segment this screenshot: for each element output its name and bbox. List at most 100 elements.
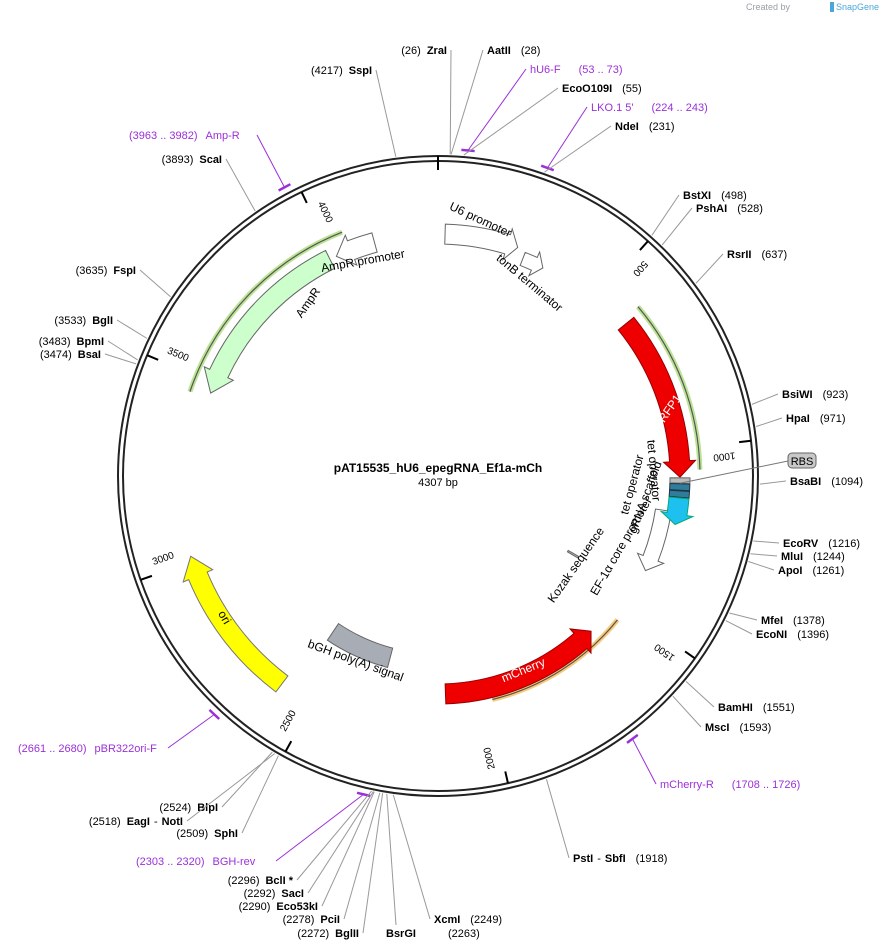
site-name: EcoRV bbox=[783, 538, 819, 550]
primer-mark[interactable] bbox=[540, 164, 555, 172]
ampr-track-arc-line bbox=[189, 231, 343, 392]
site-leader-line bbox=[392, 794, 431, 920]
restriction-site-label[interactable]: (2518)EagI-NotI bbox=[89, 816, 183, 828]
site-name: SspI bbox=[349, 65, 372, 77]
site-position: (498) bbox=[721, 190, 747, 202]
mcherry-arrow[interactable] bbox=[444, 628, 592, 705]
site-leader-line bbox=[307, 791, 374, 894]
ori-arrow[interactable] bbox=[182, 555, 289, 693]
site-leader-line bbox=[375, 69, 397, 157]
site-leader-line bbox=[672, 695, 702, 728]
site-leader-line bbox=[241, 755, 279, 834]
restriction-site-label[interactable]: MscI(1593) bbox=[705, 722, 771, 734]
site-name: PciI bbox=[320, 914, 340, 926]
primer-mark[interactable] bbox=[626, 733, 639, 744]
site-name-alt: SbfI bbox=[605, 853, 626, 865]
tet-operator-box-1[interactable] bbox=[669, 483, 691, 492]
site-leader-line bbox=[753, 540, 780, 544]
feature-label-tet-operator-1: tet operator bbox=[644, 439, 663, 501]
restriction-site-label[interactable]: ApoI(1261) bbox=[778, 565, 844, 577]
site-position: (1244) bbox=[813, 551, 845, 563]
primer-mark[interactable] bbox=[461, 148, 475, 153]
site-position-bsrgi: (2263) bbox=[448, 928, 480, 940]
grna-scaffold-arrow[interactable] bbox=[659, 496, 695, 526]
primer-range: (224 .. 243) bbox=[651, 102, 707, 114]
site-leader-line bbox=[386, 793, 397, 926]
site-dash: - bbox=[597, 853, 601, 865]
site-name: BglII bbox=[335, 928, 359, 940]
primer-label: LKO.1 5' (224 .. 243) bbox=[591, 102, 708, 114]
restriction-site-label[interactable]: (2296)BclI * bbox=[228, 875, 294, 887]
restriction-site-label[interactable]: BsiWI(923) bbox=[782, 389, 848, 401]
restriction-site-label[interactable]: (2290)Eco53kI bbox=[239, 901, 318, 913]
kozak-box[interactable] bbox=[566, 549, 580, 559]
restriction-site-label[interactable]: (3635)FspI bbox=[76, 265, 136, 277]
restriction-site-label[interactable]: EcoRV(1216) bbox=[783, 538, 860, 550]
restriction-site-label[interactable]: (3533)BglI bbox=[54, 315, 113, 327]
tick-label-2500: 2500 bbox=[278, 708, 299, 733]
site-leader-line bbox=[450, 49, 484, 155]
site-name: FspI bbox=[113, 265, 136, 277]
u6-promoter-arrow[interactable] bbox=[444, 223, 519, 261]
site-leader-line bbox=[748, 561, 775, 571]
restriction-site-label[interactable]: (3483)BpmI bbox=[39, 336, 104, 348]
ef1a-promoter-arrow[interactable] bbox=[636, 508, 672, 572]
restriction-site-label[interactable]: (4217)SspI bbox=[311, 65, 372, 77]
restriction-site-label[interactable]: PstI-SbfI(1918) bbox=[573, 853, 667, 865]
primer-name: LKO.1 5' bbox=[591, 102, 633, 114]
site-position: (2518) bbox=[89, 816, 121, 828]
site-leader-line bbox=[221, 751, 273, 808]
site-name: XcmI bbox=[434, 914, 460, 926]
restriction-site-label[interactable]: (2292)SacI bbox=[244, 888, 304, 900]
credit-prefix: Created by bbox=[746, 2, 791, 12]
restriction-site-label[interactable]: BstXI(498) bbox=[683, 190, 747, 202]
rbs-box[interactable] bbox=[669, 477, 691, 484]
restriction-site-label[interactable]: EcoNI(1396) bbox=[756, 629, 829, 641]
restriction-site-label[interactable]: EcoO109I(55) bbox=[562, 83, 642, 95]
primer-mark[interactable] bbox=[278, 183, 291, 192]
bgh-polya-box[interactable] bbox=[326, 622, 394, 669]
restriction-site-label[interactable]: MluI (1244) bbox=[781, 551, 845, 563]
restriction-site-label[interactable]: HpaI(971) bbox=[786, 413, 846, 425]
restriction-site-label[interactable]: MfeI(1378) bbox=[761, 615, 825, 627]
tonb-terminator-arrow[interactable] bbox=[519, 250, 544, 277]
primer-mark[interactable] bbox=[208, 708, 221, 720]
restriction-site-label[interactable]: RsrII(637) bbox=[727, 249, 787, 261]
restriction-site-label[interactable]: (2509)SphI bbox=[176, 828, 238, 840]
primer-range: (2303 .. 2320) bbox=[136, 856, 205, 868]
site-leader-line bbox=[651, 194, 680, 236]
site-position: (3893) bbox=[162, 154, 194, 166]
site-name: BsaI bbox=[78, 349, 101, 361]
site-leader-line bbox=[751, 393, 779, 405]
tick-3000 bbox=[140, 574, 153, 581]
restriction-site-label[interactable]: NdeI(231) bbox=[615, 121, 675, 133]
site-position: (2272) bbox=[297, 928, 329, 940]
restriction-site-label[interactable]: XcmI(2249) bbox=[434, 914, 502, 926]
restriction-site-label[interactable]: (2278)PciI bbox=[283, 914, 340, 926]
ampr-promoter-arrow[interactable] bbox=[335, 232, 378, 267]
restriction-site-label[interactable]: (2524)BlpI bbox=[159, 802, 218, 814]
site-name: EcoO109I bbox=[562, 83, 612, 95]
site-name: MluI bbox=[781, 551, 803, 563]
primer-leader-line bbox=[256, 134, 285, 188]
rbs-pill[interactable] bbox=[787, 452, 817, 469]
restriction-site-label[interactable]: (3893)ScaI bbox=[162, 154, 222, 166]
site-name: BsrGI bbox=[386, 928, 416, 940]
ampr-arrow[interactable] bbox=[203, 249, 336, 394]
restriction-site-label[interactable]: (3474)BsaI bbox=[40, 349, 101, 361]
tet-operator-box-2[interactable] bbox=[668, 489, 691, 499]
restriction-site-label[interactable]: BsaBI(1094) bbox=[790, 476, 863, 488]
restriction-site-label[interactable]: BamHI(1551) bbox=[718, 702, 795, 714]
mrfp1-arrow[interactable] bbox=[617, 316, 697, 478]
restriction-site-label[interactable]: (26)ZraI bbox=[401, 45, 447, 57]
restriction-site-label[interactable]: AatII(28) bbox=[487, 45, 540, 57]
restriction-site-label[interactable]: (2272) BglII bbox=[297, 928, 359, 940]
site-position: (26) bbox=[401, 45, 421, 57]
restriction-site-label[interactable]: PshAI(528) bbox=[696, 203, 763, 215]
site-name-alt: NotI bbox=[162, 816, 183, 828]
tick-1000 bbox=[738, 439, 752, 444]
site-leader-line bbox=[756, 417, 783, 427]
restriction-site-label[interactable]: BsrGI bbox=[386, 928, 416, 940]
site-name: BpmI bbox=[77, 336, 105, 348]
